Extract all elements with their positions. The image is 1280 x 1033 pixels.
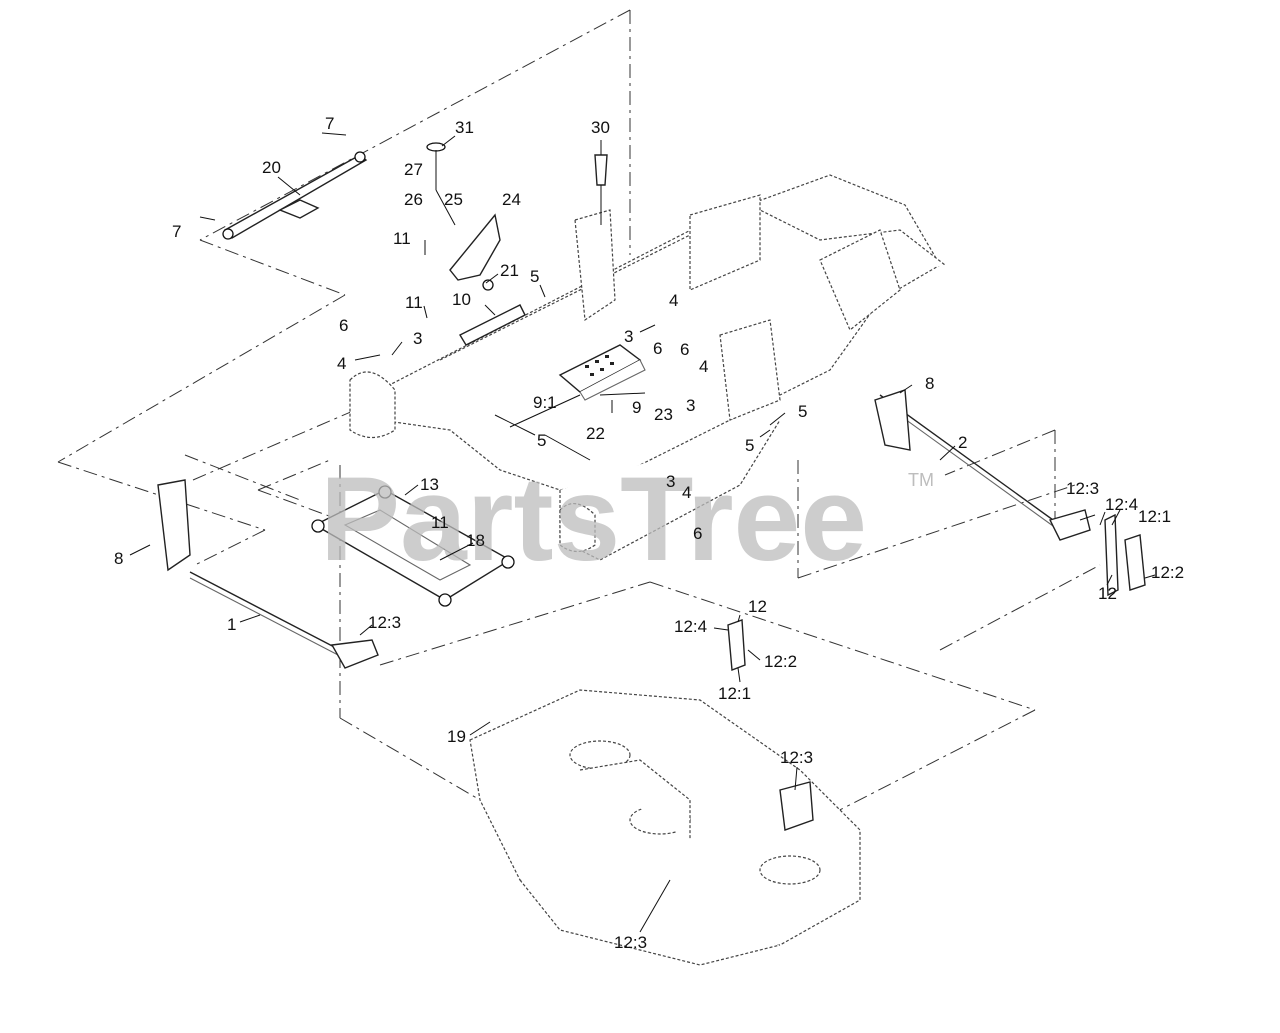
callout-18: 18 [466,531,485,550]
callout-30: 30 [591,118,610,137]
callout-5-a: 5 [530,267,539,286]
machine-frame [349,174,946,561]
callout-5-b: 5 [537,431,546,450]
callout-12-3-deck: 12:3 [780,748,813,767]
callout-12-3-left: 12:3 [368,613,401,632]
callout-24: 24 [502,190,521,209]
watermark-trademark: TM [908,470,934,490]
callout-12-mid: 12 [748,597,767,616]
part-10-bracket [459,304,526,346]
callout-3-a: 3 [413,329,422,348]
callout-12-3-right: 12:3 [1066,479,1099,498]
callout-8-right: 8 [925,374,934,393]
callout-12-1-right: 12:1 [1138,507,1171,526]
callout-12-4-mid: 12:4 [674,617,707,636]
callout-11-c: 11 [431,513,449,532]
part-9-panel [558,344,646,401]
callout-5-c: 5 [798,402,807,421]
callout-31: 31 [455,118,474,137]
part-30-knob [594,154,608,225]
callout-23: 23 [654,405,673,424]
callout-8-left: 8 [114,549,123,568]
part-1-rod [157,479,379,669]
callout-6-d: 6 [693,524,702,543]
callout-6-c: 6 [653,339,662,358]
callout-27: 27 [404,160,423,179]
part-31-cap [426,142,456,226]
callout-3-d: 3 [666,472,675,491]
callout-20: 20 [262,158,281,177]
callout-19: 19 [447,727,466,746]
callout-25: 25 [444,190,463,209]
watermark-text: PartsTree [320,452,867,586]
callout-7-top: 7 [325,114,334,133]
callout-26: 26 [404,190,423,209]
callout-3-c: 3 [686,396,695,415]
callout-21: 21 [500,261,519,280]
part-12-links [727,513,1146,831]
callouts: 7 31 20 27 26 25 24 7 11 21 5 11 10 30 6… [114,114,1184,952]
watermark: PartsTree TM [320,452,934,586]
callout-3-b: 3 [624,327,633,346]
callout-7-left: 7 [172,222,181,241]
callout-12-2-mid: 12:2 [764,652,797,671]
callout-4-c: 4 [699,357,708,376]
callout-11-a: 11 [393,229,411,248]
callout-22: 22 [586,424,605,443]
callout-6-b: 6 [680,340,689,359]
callout-4-a: 4 [337,354,346,373]
leader-lines [129,132,1156,933]
callout-9: 9 [632,398,641,417]
callout-12-2-right: 12:2 [1151,563,1184,582]
callout-13: 13 [420,475,439,494]
callout-12-right: 12 [1098,584,1117,603]
callout-12-1-mid: 12:1 [718,684,751,703]
callout-5-d: 5 [745,436,754,455]
part-24-plate [449,213,501,291]
part-2-rod [874,389,1091,541]
callout-1: 1 [227,615,236,634]
callout-12-3-bottom: 12:3 [614,933,647,952]
part-20-bar [222,151,368,240]
callout-2: 2 [958,433,967,452]
mower-deck [469,689,861,966]
callout-9-1: 9:1 [533,393,557,412]
callout-4-b: 4 [669,291,678,310]
callout-10: 10 [452,290,471,309]
phantom-lines [57,9,1101,885]
callout-12-4-right: 12:4 [1105,495,1138,514]
part-18-arm [311,485,515,607]
callout-6-a: 6 [339,316,348,335]
callout-11-b: 11 [405,293,423,312]
callout-4-d: 4 [682,483,691,502]
